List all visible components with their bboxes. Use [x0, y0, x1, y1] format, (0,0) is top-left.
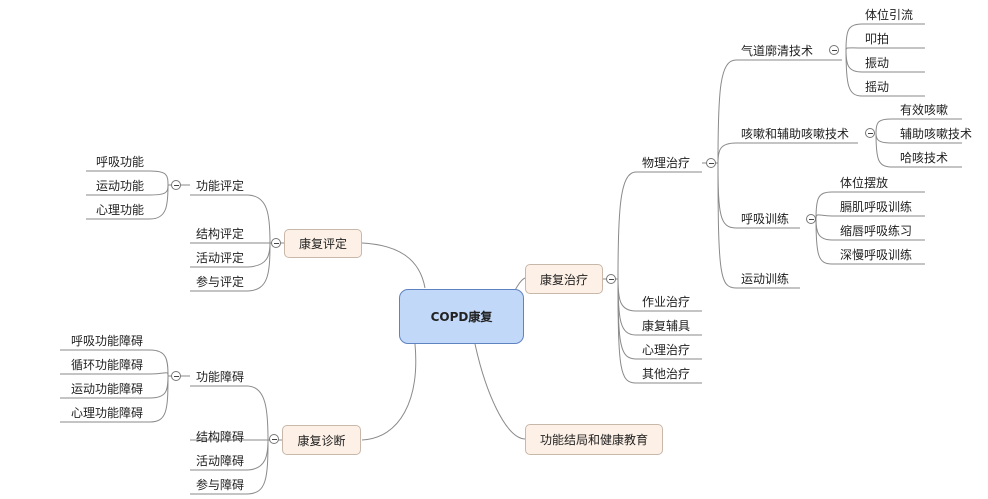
treat-aids[interactable]: 康复辅具	[642, 319, 691, 333]
treat-other[interactable]: 其他治疗	[642, 367, 691, 381]
treat-cough[interactable]: 咳嗽和辅助咳嗽技术	[741, 127, 850, 141]
collapse-toggle-cough[interactable]	[865, 128, 875, 138]
node-rehab-eval[interactable]: 康复评定	[284, 229, 362, 258]
eval-func[interactable]: 功能评定	[196, 179, 245, 193]
diag-func-child-2[interactable]: 运动功能障碍	[71, 382, 144, 396]
eval-struct[interactable]: 结构评定	[196, 227, 245, 241]
collapse-toggle-eval[interactable]	[271, 238, 281, 248]
diag-func-child-0[interactable]: 呼吸功能障碍	[71, 334, 144, 348]
breath-child-3[interactable]: 深慢呼吸训练	[840, 248, 913, 262]
root-node[interactable]: COPD康复	[399, 289, 524, 344]
diag-func-child-1[interactable]: 循环功能障碍	[71, 358, 144, 372]
treat-breath[interactable]: 呼吸训练	[741, 212, 790, 226]
eval-participation[interactable]: 参与评定	[196, 275, 245, 289]
treat-exercise[interactable]: 运动训练	[741, 272, 790, 286]
treat-occupational[interactable]: 作业治疗	[642, 295, 691, 309]
diag-participation[interactable]: 参与障碍	[196, 478, 245, 492]
node-rehab-diag[interactable]: 康复诊断	[282, 425, 361, 455]
eval-func-child-0[interactable]: 呼吸功能	[96, 155, 145, 169]
collapse-toggle-eval-func[interactable]	[171, 180, 181, 190]
node-func-edu[interactable]: 功能结局和健康教育	[525, 424, 663, 455]
airway-child-2[interactable]: 振动	[865, 56, 890, 70]
breath-child-2[interactable]: 缩唇呼吸练习	[840, 224, 913, 238]
cough-child-1[interactable]: 辅助咳嗽技术	[900, 127, 973, 141]
eval-activity[interactable]: 活动评定	[196, 251, 245, 265]
cough-child-2[interactable]: 哈咳技术	[900, 151, 949, 165]
collapse-toggle-diag-func[interactable]	[171, 371, 181, 381]
collapse-toggle-physio[interactable]	[706, 158, 716, 168]
diag-struct[interactable]: 结构障碍	[196, 430, 245, 444]
collapse-toggle-treat[interactable]	[606, 274, 616, 284]
eval-func-child-2[interactable]: 心理功能	[96, 203, 145, 217]
eval-func-child-1[interactable]: 运动功能	[96, 179, 145, 193]
node-rehab-treat[interactable]: 康复治疗	[525, 264, 603, 294]
treat-psych[interactable]: 心理治疗	[642, 343, 691, 357]
diag-activity[interactable]: 活动障碍	[196, 454, 245, 468]
treat-airway[interactable]: 气道廓清技术	[741, 44, 814, 58]
diag-func[interactable]: 功能障碍	[196, 370, 245, 384]
airway-child-0[interactable]: 体位引流	[865, 8, 914, 22]
airway-child-3[interactable]: 摇动	[865, 80, 890, 94]
breath-child-1[interactable]: 膈肌呼吸训练	[840, 200, 913, 214]
collapse-toggle-airway[interactable]	[829, 45, 839, 55]
collapse-toggle-diag[interactable]	[269, 434, 279, 444]
diag-func-child-3[interactable]: 心理功能障碍	[71, 406, 144, 420]
breath-child-0[interactable]: 体位摆放	[840, 176, 889, 190]
collapse-toggle-breath[interactable]	[806, 214, 816, 224]
treat-physio[interactable]: 物理治疗	[642, 156, 691, 170]
airway-child-1[interactable]: 叩拍	[865, 32, 890, 46]
cough-child-0[interactable]: 有效咳嗽	[900, 103, 949, 117]
